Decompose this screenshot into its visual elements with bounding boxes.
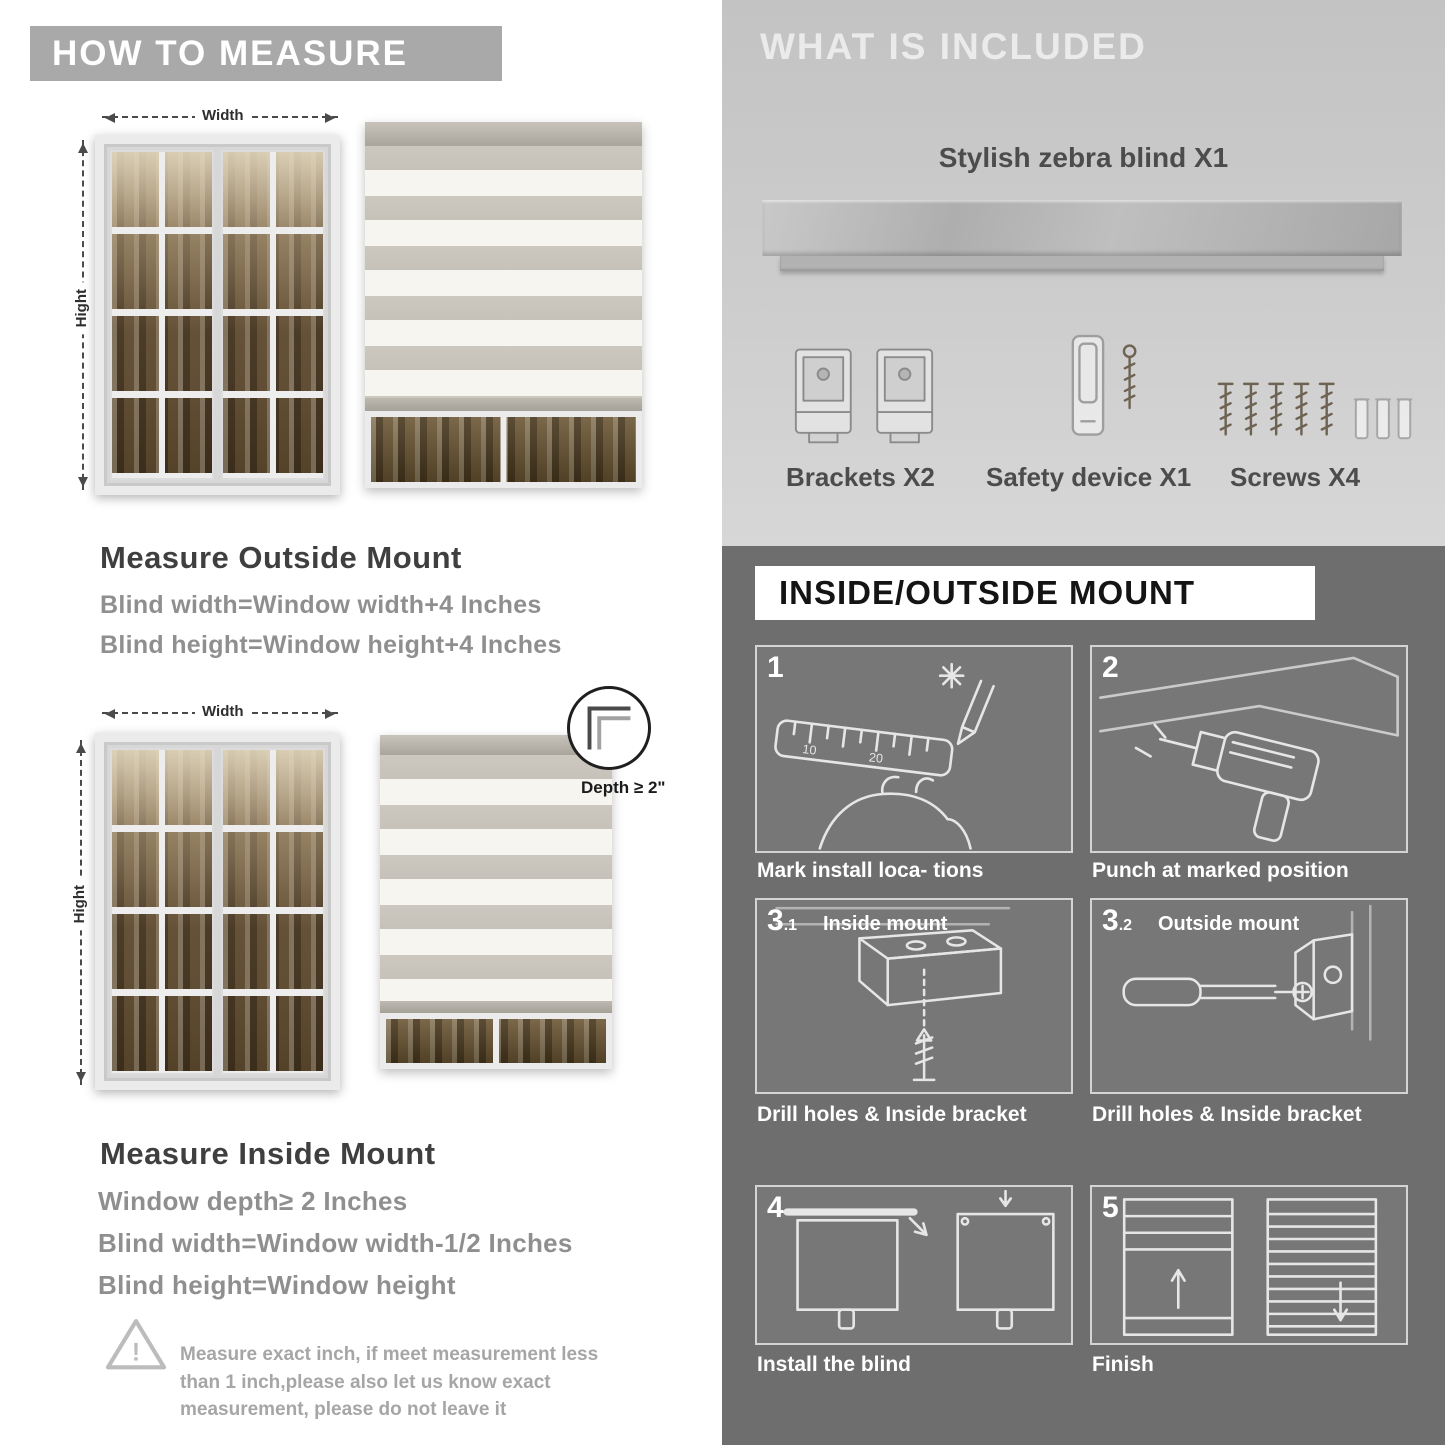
- depth-detail-circle: [567, 686, 651, 770]
- svg-text:20: 20: [868, 750, 884, 766]
- install-blind-illustration: [783, 1189, 1055, 1330]
- step-panel-1: 10 20 1: [755, 645, 1073, 853]
- blind-headrail-lip: [780, 256, 1384, 271]
- zebra-blind-photo-outside: [365, 122, 642, 488]
- step-label: Outside mount: [1158, 913, 1300, 935]
- depth-label: Depth ≥ 2": [581, 778, 666, 797]
- step-panel-3-1: 3.1 Inside mount: [755, 898, 1073, 1094]
- depth-corner-icon: [587, 706, 631, 750]
- step-caption-3-2: Drill holes & Inside bracket: [1092, 1103, 1362, 1126]
- step-number-text: 3: [767, 904, 784, 937]
- window-photo-outside: [95, 135, 340, 495]
- step-number: 2: [1102, 651, 1119, 685]
- step-number: 3.2: [1102, 904, 1132, 938]
- step-number-sub: .1: [783, 917, 798, 934]
- window-sash: [110, 748, 214, 1075]
- drill-illustration: [1099, 656, 1399, 842]
- screws-label: Screws X4: [1230, 462, 1361, 492]
- window-sash: [110, 150, 214, 480]
- warning-triangle-icon: !: [103, 1316, 169, 1379]
- window-below-blind: [380, 1013, 612, 1069]
- inside-height-formula: Blind height=Window height: [98, 1270, 456, 1300]
- step-number: 1: [767, 651, 784, 685]
- step-panel-3-2: 3.2 Outside mount: [1090, 898, 1408, 1094]
- width-label: Width: [195, 106, 251, 125]
- step-caption-1: Mark install loca- tions: [757, 859, 984, 882]
- window-sash: [221, 748, 325, 1075]
- step-number: 4: [767, 1191, 784, 1225]
- step-number-text: 3: [1102, 904, 1119, 937]
- finish-illustration: [1122, 1198, 1378, 1336]
- blind-stripes: [380, 755, 612, 1001]
- window-below-blind: [365, 411, 642, 488]
- step-number: 5: [1102, 1191, 1119, 1225]
- mount-instructions-section: INSIDE/OUTSIDE MOUNT 10 20 1: [722, 546, 1445, 1445]
- blind-bottom-rail: [380, 1001, 612, 1013]
- width-label: Width: [195, 702, 251, 721]
- step-panel-4: 4: [755, 1185, 1073, 1345]
- how-to-measure-header: HOW TO MEASURE: [30, 26, 502, 81]
- step-number-text: 1: [767, 651, 784, 684]
- outside-bracket-illustration: [1122, 904, 1372, 1041]
- height-label: Hight: [72, 282, 91, 335]
- outside-width-formula: Blind width=Window width+4 Inches: [100, 591, 542, 619]
- step-number-text: 5: [1102, 1191, 1119, 1224]
- what-is-included-header: WHAT IS INCLUDED: [760, 26, 1147, 67]
- zebra-blind-photo-inside: [380, 735, 612, 1069]
- measurement-note: Measure exact inch, if meet measurement …: [180, 1344, 599, 1421]
- height-label: Hight: [70, 878, 89, 931]
- step-caption-5: Finish: [1092, 1353, 1154, 1376]
- inside-depth-formula: Window depth≥ 2 Inches: [98, 1186, 408, 1216]
- step-number-sub: .2: [1118, 917, 1133, 934]
- inside-mount-title: Measure Inside Mount: [100, 1135, 436, 1171]
- screws-image: [1217, 382, 1413, 440]
- what-is-included-section: WHAT IS INCLUDED Stylish zebra blind X1: [722, 0, 1445, 546]
- step-panel-5: 5: [1090, 1185, 1408, 1345]
- window-sash: [221, 150, 325, 480]
- step-number: 3.1: [767, 904, 797, 938]
- step-caption-4: Install the blind: [757, 1353, 912, 1376]
- safety-device-image: [1071, 334, 1137, 436]
- blind-headrail-image: [762, 200, 1402, 256]
- blind-cassette: [365, 122, 642, 146]
- step-number-text: 4: [767, 1191, 784, 1224]
- step-number-text: 2: [1102, 651, 1119, 684]
- svg-text:10: 10: [802, 742, 818, 758]
- svg-text:!: !: [132, 1340, 140, 1367]
- outside-height-formula: Blind height=Window height+4 Inches: [100, 631, 562, 659]
- mark-locations-illustration: 10 20: [774, 662, 995, 850]
- brackets-label: Brackets X2: [786, 462, 935, 492]
- blind-stripes: [365, 146, 642, 398]
- brackets-image: [794, 348, 934, 444]
- outside-mount-title: Measure Outside Mount: [100, 539, 462, 575]
- inside-bracket-illustration: [775, 906, 1011, 1082]
- mount-header: INSIDE/OUTSIDE MOUNT: [755, 566, 1315, 620]
- blind-bottom-rail: [365, 398, 642, 411]
- zebra-blind-item-label: Stylish zebra blind X1: [938, 142, 1229, 173]
- step-caption-3-1: Drill holes & Inside bracket: [757, 1103, 1027, 1126]
- safety-device-label: Safety device X1: [986, 462, 1192, 492]
- step-panel-2: 2: [1090, 645, 1408, 853]
- step-label: Inside mount: [823, 913, 948, 935]
- window-photo-inside: [95, 733, 340, 1090]
- inside-width-formula: Blind width=Window width-1/2 Inches: [98, 1228, 573, 1258]
- blind-cassette: [380, 735, 612, 755]
- step-caption-2: Punch at marked position: [1092, 859, 1349, 882]
